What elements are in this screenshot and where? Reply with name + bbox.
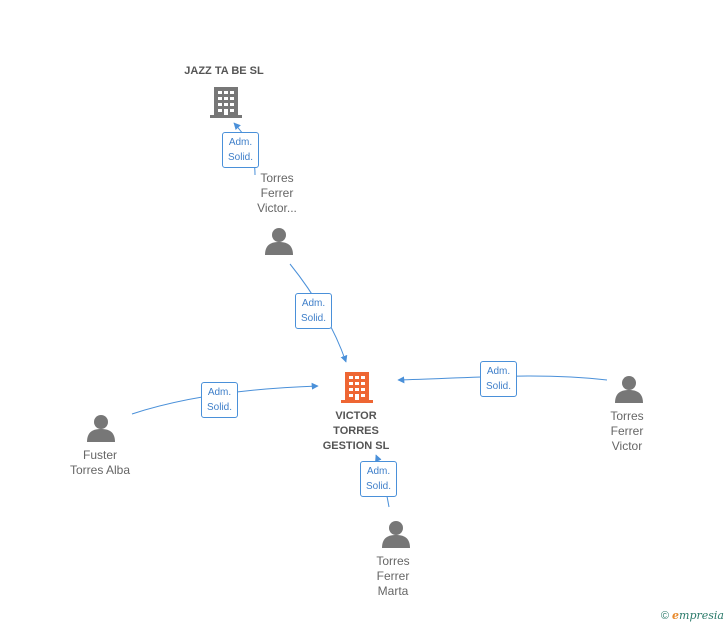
person-label-alba[interactable]: Fuster Torres Alba [69, 448, 131, 477]
building-icon-victor-gestion[interactable] [341, 372, 373, 403]
footer-brand: © empresia [661, 609, 724, 622]
person-label-victor-top[interactable]: Torres Ferrer Victor... [257, 171, 297, 215]
building-icon-jazz[interactable] [210, 87, 242, 118]
person-icon-alba[interactable] [87, 415, 115, 442]
edge-label-victor-top-to-gestion[interactable]: Adm. Solid. [295, 293, 333, 329]
person-label-marta[interactable]: Torres Ferrer Marta [376, 554, 410, 598]
copyright-icon: © [660, 610, 669, 622]
edge-label-victor-top-to-jazz[interactable]: Adm. Solid. [222, 132, 260, 168]
edge-label-marta-to-gestion[interactable]: Adm. Solid. [360, 461, 398, 497]
person-label-victor-right[interactable]: Torres Ferrer Victor [610, 409, 644, 453]
company-label-victor-gestion[interactable]: VICTOR TORRES GESTION SL [322, 410, 390, 452]
company-label-jazz[interactable]: JAZZ TA BE SL [184, 65, 264, 77]
empresia-logo[interactable]: empresia [672, 609, 724, 622]
person-icon-victor-top[interactable] [265, 228, 293, 255]
person-icon-marta[interactable] [382, 521, 410, 548]
edge-label-alba-to-gestion[interactable]: Adm. Solid. [201, 382, 239, 418]
edge-label-victor-right-to-gestion[interactable]: Adm. Solid. [480, 361, 518, 397]
person-icon-victor-right[interactable] [615, 376, 643, 403]
